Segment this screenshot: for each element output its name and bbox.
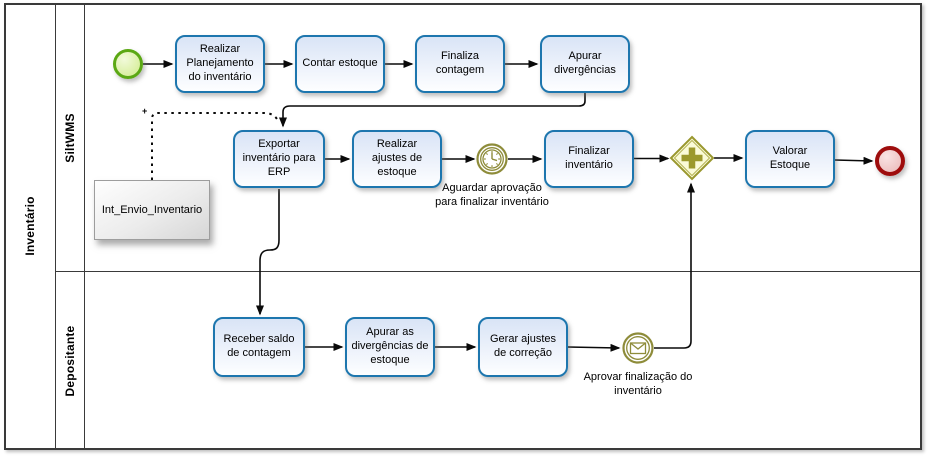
lane-label-depositante: Depositante [63,325,77,397]
pool-label-divider [55,3,56,450]
task-apurar-divergencias[interactable]: Apurar divergências [540,35,630,93]
task-receber-saldo[interactable]: Receber saldo de contagem [213,317,305,377]
task-exportar-inventario[interactable]: Exportar inventário para ERP [233,130,325,188]
artifact-label: Int_Envio_Inventario [101,204,203,216]
task-label: Valorar Estoque [769,145,811,171]
task-label: Gerar ajustes de correção [489,333,557,359]
task-label: Apurar divergências [554,50,616,76]
task-label: Contar estoque [302,57,378,70]
start-event[interactable] [113,49,143,79]
artifact-int-envio[interactable]: Int_Envio_Inventario [94,180,210,240]
message-event-label: Aprovar finalização do inventário [583,371,693,397]
lane-divider [55,271,922,272]
pool-label: Inventário [23,196,37,256]
task-finaliza-contagem[interactable]: Finaliza contagem [415,35,505,93]
task-label: Receber saldo de contagem [223,333,295,359]
task-finalizar-inventario[interactable]: Finalizar inventário [544,130,634,188]
task-realizar-ajustes[interactable]: Realizar ajustes de estoque [352,130,442,188]
association-plus-marker: + [142,106,148,116]
pool-inventario [4,3,922,450]
task-label: Realizar ajustes de estoque [371,138,423,178]
lane-label-siltwms: SiltWMS [63,113,77,163]
task-realizar-planejamento[interactable]: Realizar Planejamento do inventário [175,35,265,93]
task-apurar-as-divergencias[interactable]: Apurar as divergências de estoque [345,317,435,377]
task-gerar-ajustes[interactable]: Gerar ajustes de correção [478,317,568,377]
timer-event-label: Aguardar aprovação para finalizar invent… [435,182,549,208]
task-contar-estoque[interactable]: Contar estoque [295,35,385,93]
task-label: Finaliza contagem [435,50,485,76]
lane-label-divider [84,3,85,450]
task-label: Exportar inventário para ERP [242,138,316,178]
task-valorar-estoque[interactable]: Valorar Estoque [745,130,835,188]
end-event[interactable] [875,146,905,176]
task-label: Apurar as divergências de estoque [351,326,429,366]
task-label: Finalizar inventário [565,145,613,171]
task-label: Realizar Planejamento do inventário [186,43,254,83]
